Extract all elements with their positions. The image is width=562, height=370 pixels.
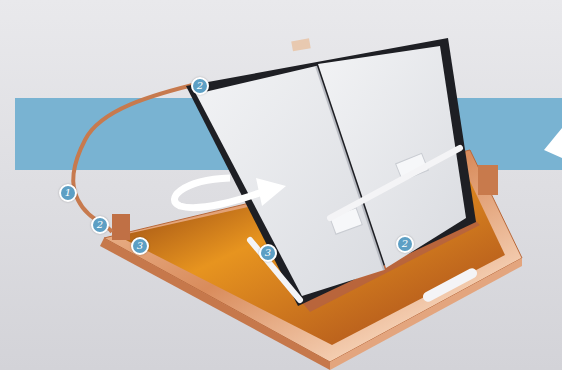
callout-number: 2 — [191, 77, 209, 95]
rotation-arrow-head — [256, 178, 286, 206]
book-spine — [316, 66, 384, 270]
hinge-left — [112, 214, 130, 240]
rotation-arrow — [174, 178, 262, 208]
book-cover — [186, 38, 476, 306]
page-holder-arms — [250, 148, 460, 300]
callout-number: 3 — [131, 237, 149, 255]
top-clip — [291, 38, 310, 51]
callout-number: 2 — [396, 235, 414, 253]
hinge-right — [478, 165, 498, 195]
slider — [421, 267, 479, 304]
band-arrow-head — [544, 128, 562, 158]
callout-number: 3 — [259, 244, 277, 262]
callout-number: 2 — [91, 216, 109, 234]
callout-number: 1 — [59, 184, 77, 202]
